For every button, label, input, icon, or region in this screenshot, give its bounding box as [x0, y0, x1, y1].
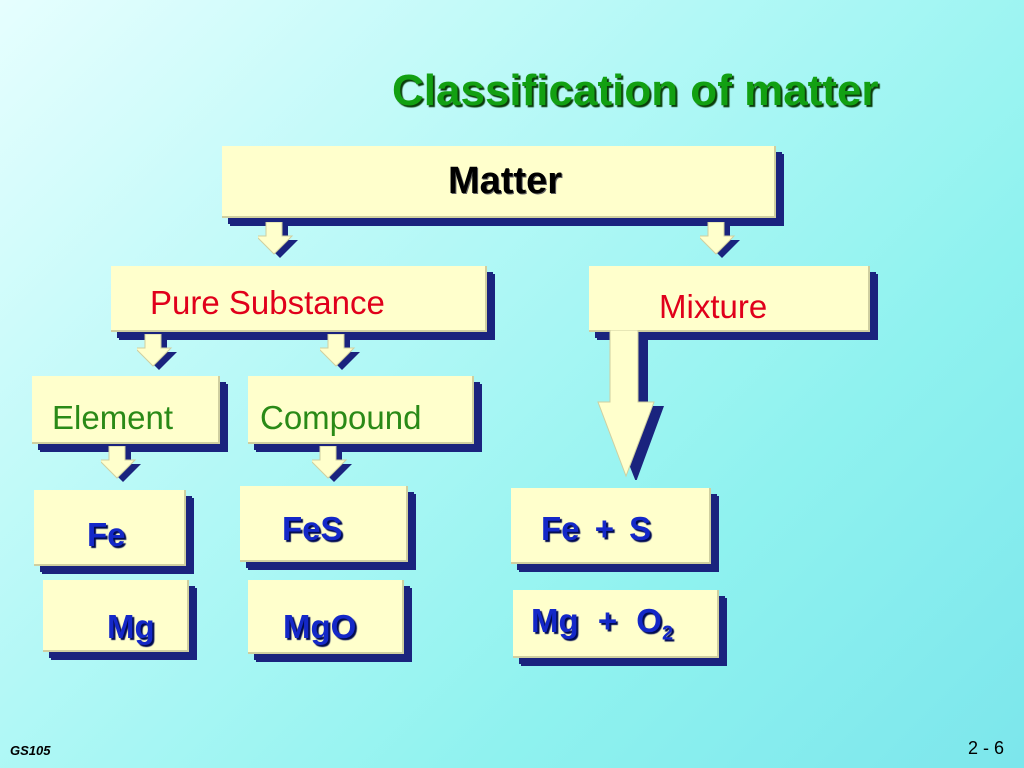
arrow-element-to-examples: [101, 446, 141, 482]
example-mg-box: [43, 580, 189, 652]
example-fe-s-box: [511, 488, 711, 564]
arrow-pure-to-element: [137, 334, 177, 370]
footer-slide-number: 2 - 6: [968, 738, 1005, 758]
example-fe-label: Fe: [87, 516, 126, 553]
compound-box: [248, 376, 474, 444]
arrow-matter-to-mixture: [700, 222, 740, 258]
matter-label: Matter: [448, 160, 563, 202]
example-mg-o2-label: Mg + O2: [531, 602, 674, 645]
arrow-pure-to-compound: [320, 334, 360, 370]
example-mg-label: Mg: [107, 608, 155, 645]
example-fe-s-label: Fe + S: [541, 510, 652, 547]
example-mg-o2-box: [513, 590, 719, 658]
element-box: [32, 376, 220, 444]
arrow-matter-to-pure: [258, 222, 298, 258]
subscript-2: 2: [661, 622, 674, 645]
arrow-compound-to-examples: [312, 446, 352, 482]
example-fes-box: [240, 486, 408, 562]
mixture-box: [589, 266, 870, 332]
compound-label: Compound: [260, 399, 422, 436]
example-mgo-box: [248, 580, 404, 654]
element-label: Element: [52, 399, 174, 436]
pure-substance-label: Pure Substance: [150, 284, 385, 321]
slide-title: Classification of matter: [392, 66, 879, 115]
pure-substance-box: [111, 266, 487, 332]
arrow-mixture-to-examples: [597, 330, 664, 480]
footer-course-code: GS105: [10, 743, 51, 758]
mixture-label: Mixture: [659, 288, 768, 325]
example-mgo-label: MgO: [283, 608, 357, 645]
example-fes-label: FeS: [282, 510, 343, 547]
matter-box: [222, 146, 776, 218]
example-fe-box: [34, 490, 186, 566]
